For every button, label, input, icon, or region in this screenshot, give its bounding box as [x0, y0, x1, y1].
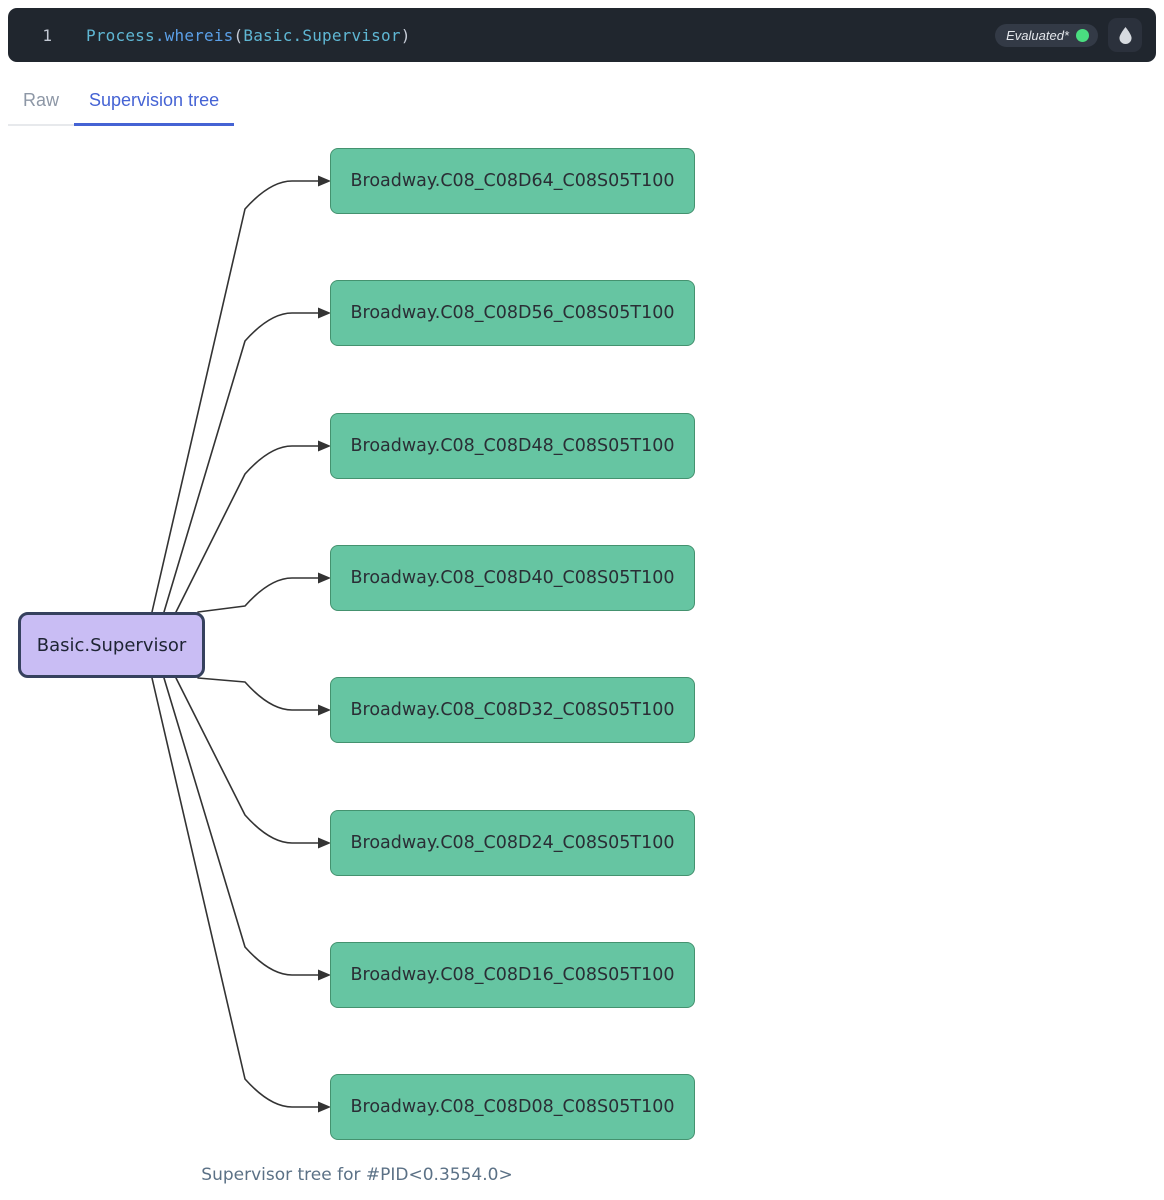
code-token: Process — [86, 25, 155, 45]
worker-node: Broadway.C08_C08D64_C08S05T100 — [330, 148, 695, 214]
edge-line — [163, 677, 320, 976]
arrowhead-icon — [318, 440, 331, 452]
code-token: ) — [400, 25, 411, 45]
code-cell: 1 Process.whereis(Basic.Supervisor) Eval… — [8, 8, 1156, 62]
worker-node: Broadway.C08_C08D16_C08S05T100 — [330, 942, 695, 1008]
tab-raw[interactable]: Raw — [8, 80, 75, 126]
arrowhead-icon — [318, 307, 331, 319]
edge-line — [197, 677, 320, 711]
worker-node: Broadway.C08_C08D48_C08S05T100 — [330, 413, 695, 479]
evaluation-status-label: Evaluated* — [1006, 27, 1069, 43]
worker-node: Broadway.C08_C08D24_C08S05T100 — [330, 810, 695, 876]
arrowhead-icon — [318, 704, 331, 716]
code-token: .whereis — [154, 25, 234, 45]
code-editor[interactable]: Process.whereis(Basic.Supervisor) — [86, 26, 411, 45]
arrowhead-icon — [318, 837, 331, 849]
supervisor-node: Basic.Supervisor — [18, 612, 205, 678]
code-token: Basic.Supervisor — [243, 25, 401, 45]
arrowhead-icon — [318, 572, 331, 584]
edge-line — [175, 677, 320, 844]
line-number: 1 — [42, 25, 52, 45]
edge-line — [151, 180, 320, 613]
edge-line — [151, 677, 320, 1108]
droplet-button[interactable] — [1108, 18, 1142, 52]
diagram-caption: Supervisor tree for #PID<0.3554.0> — [201, 1165, 513, 1185]
arrowhead-icon — [318, 175, 331, 187]
worker-node: Broadway.C08_C08D40_C08S05T100 — [330, 545, 695, 611]
arrowhead-icon — [318, 1101, 331, 1113]
edge-line — [197, 577, 320, 613]
evaluation-status-badge: Evaluated* — [995, 23, 1098, 47]
code-token: ( — [233, 25, 244, 45]
tab-supervision-tree[interactable]: Supervision tree — [74, 80, 235, 126]
evaluated-green-dot-icon — [1076, 28, 1089, 42]
arrowhead-icon — [318, 969, 331, 981]
droplet-icon — [1118, 26, 1132, 44]
worker-node: Broadway.C08_C08D32_C08S05T100 — [330, 677, 695, 743]
edge-line — [163, 312, 320, 613]
edge-line — [175, 445, 320, 613]
cell-status-area: Evaluated* — [995, 18, 1142, 52]
worker-node: Broadway.C08_C08D56_C08S05T100 — [330, 280, 695, 346]
worker-node: Broadway.C08_C08D08_C08S05T100 — [330, 1074, 695, 1140]
